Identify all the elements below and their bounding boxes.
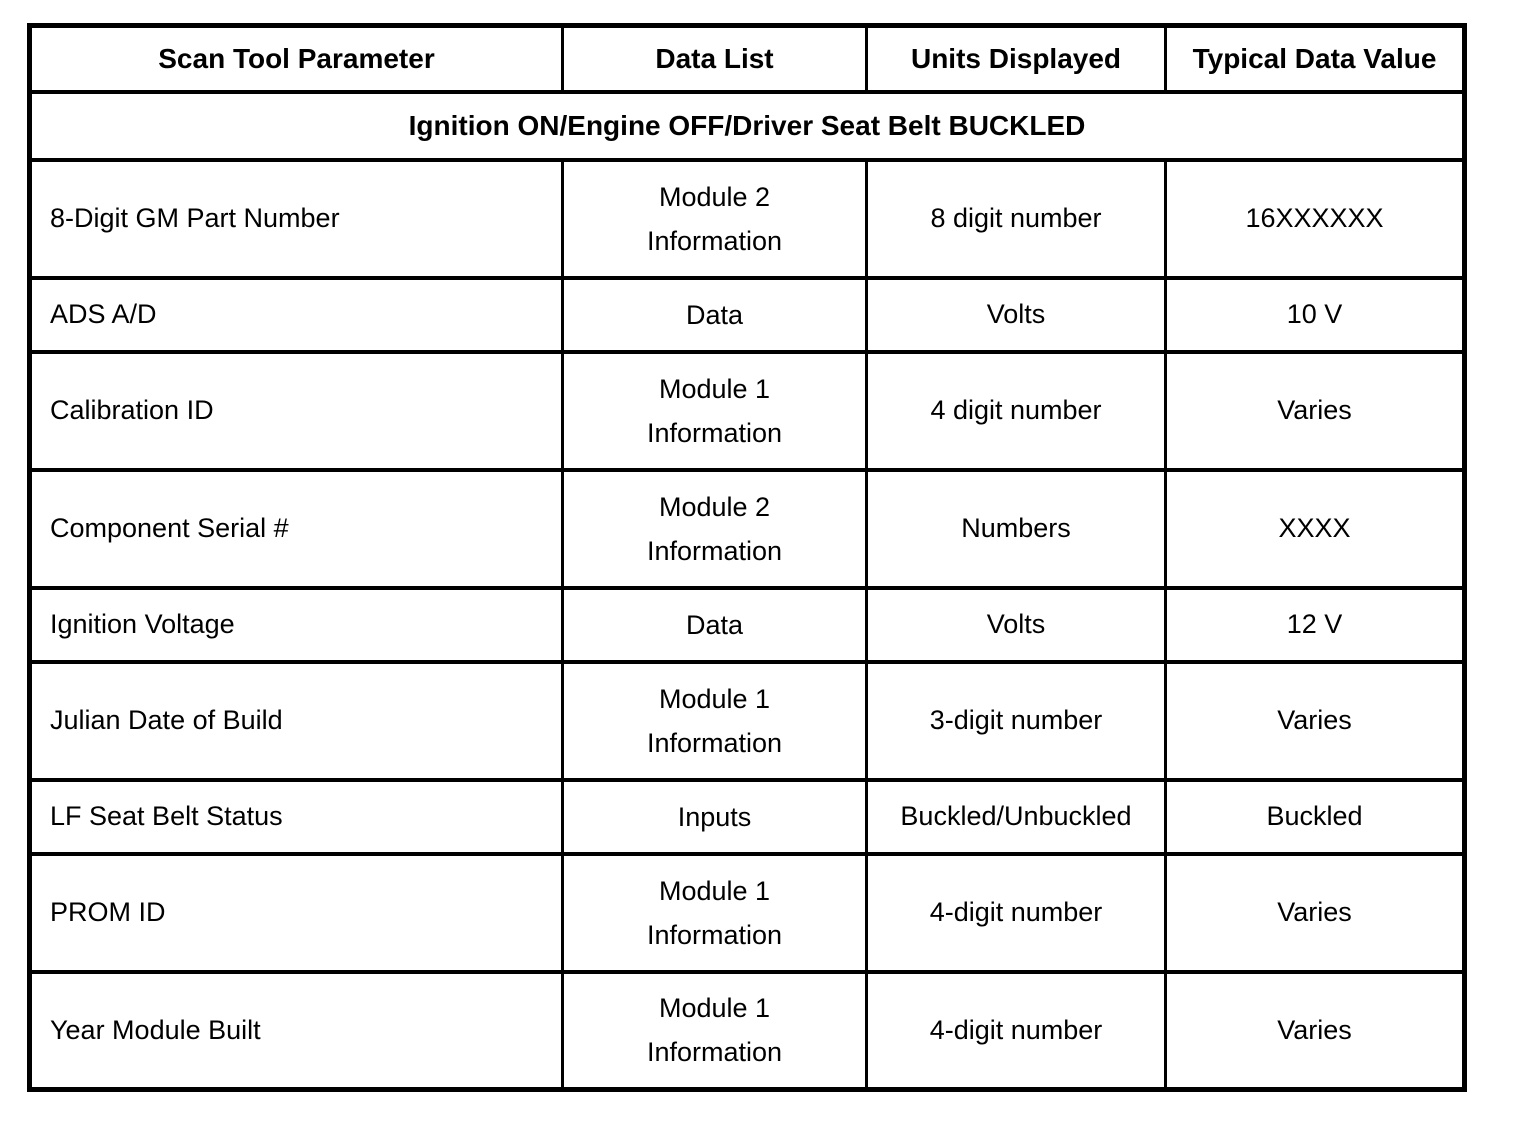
cell-typical-value: Varies (1164, 349, 1466, 472)
cell-units: Volts (865, 275, 1167, 354)
cell-data-list: Data (561, 275, 868, 354)
cell-typical-value: Buckled (1164, 777, 1466, 856)
cell-typical-value: Varies (1164, 659, 1466, 782)
table-row: LF Seat Belt Status Inputs Buckled/Unbuc… (28, 777, 1466, 856)
cell-units: 4-digit number (865, 851, 1167, 974)
cell-data-list: Module 1 Information (561, 969, 868, 1092)
cell-parameter: Component Serial # (28, 467, 564, 590)
scan-tool-data-table: Scan Tool Parameter Data List Units Disp… (27, 23, 1467, 1092)
cell-typical-value: XXXX (1164, 467, 1466, 590)
table-body: 8-Digit GM Part Number Module 2 Informati… (28, 157, 1466, 1092)
cell-units: Numbers (865, 467, 1167, 590)
data-list-line: Information (646, 417, 783, 448)
data-list-line: Inputs (677, 801, 752, 832)
table-row: Component Serial # Module 2 Information N… (28, 467, 1466, 590)
cell-typical-value: 12 V (1164, 585, 1466, 664)
cell-units: 4 digit number (865, 349, 1167, 472)
cell-data-list: Module 1 Information (561, 659, 868, 782)
table-row: 8-Digit GM Part Number Module 2 Informati… (28, 157, 1466, 280)
cell-data-list: Data (561, 585, 868, 664)
data-list-line: Data (685, 299, 744, 330)
cell-parameter: 8-Digit GM Part Number (28, 157, 564, 280)
cell-data-list: Inputs (561, 777, 868, 856)
table-row: Julian Date of Build Module 1 Information… (28, 659, 1466, 782)
data-list-line: Information (646, 919, 783, 950)
data-list-line: Data (685, 609, 744, 640)
cell-parameter: Julian Date of Build (28, 659, 564, 782)
data-list-line: Module 1 (658, 875, 771, 906)
cell-typical-value: 10 V (1164, 275, 1466, 354)
table-row: Calibration ID Module 1 Information 4 dig… (28, 349, 1466, 472)
table-row: PROM ID Module 1 Information 4-digit numb… (28, 851, 1466, 974)
cell-units: Volts (865, 585, 1167, 664)
cell-units: 4-digit number (865, 969, 1167, 1092)
cell-parameter: ADS A/D (28, 275, 564, 354)
cell-parameter: Calibration ID (28, 349, 564, 472)
cell-parameter: LF Seat Belt Status (28, 777, 564, 856)
data-list-line: Information (646, 727, 783, 758)
cell-parameter: Ignition Voltage (28, 585, 564, 664)
cell-parameter: Year Module Built (28, 969, 564, 1092)
cell-parameter: PROM ID (28, 851, 564, 974)
data-list-line: Information (646, 535, 783, 566)
cell-data-list: Module 1 Information (561, 349, 868, 472)
data-list-line: Module 1 (658, 373, 771, 404)
header-row: Scan Tool Parameter Data List Units Disp… (28, 23, 1466, 94)
cell-data-list: Module 2 Information (561, 157, 868, 280)
cell-data-list: Module 2 Information (561, 467, 868, 590)
cell-units: 8 digit number (865, 157, 1167, 280)
cell-data-list: Module 1 Information (561, 851, 868, 974)
data-list-line: Module 2 (658, 491, 771, 522)
cell-units: Buckled/Unbuckled (865, 777, 1167, 856)
data-list-line: Module 1 (658, 683, 771, 714)
cell-typical-value: Varies (1164, 969, 1466, 1092)
column-header-scan-tool-parameter: Scan Tool Parameter (28, 23, 564, 94)
column-header-typical-data-value: Typical Data Value (1164, 23, 1466, 94)
data-list-line: Information (646, 1037, 783, 1068)
column-header-units-displayed: Units Displayed (865, 23, 1167, 94)
cell-units: 3-digit number (865, 659, 1167, 782)
data-list-line: Information (646, 225, 783, 256)
table-row: ADS A/D Data Volts 10 V (28, 275, 1466, 354)
column-header-data-list: Data List (561, 23, 868, 94)
cell-typical-value: 16XXXXXX (1164, 157, 1466, 280)
section-title: Ignition ON/Engine OFF/Driver Seat Belt … (28, 89, 1466, 162)
section-row: Ignition ON/Engine OFF/Driver Seat Belt … (28, 89, 1466, 162)
data-list-line: Module 2 (658, 181, 771, 212)
cell-typical-value: Varies (1164, 851, 1466, 974)
table-row: Ignition Voltage Data Volts 12 V (28, 585, 1466, 664)
data-list-line: Module 1 (658, 993, 771, 1024)
table-row: Year Module Built Module 1 Information 4-… (28, 969, 1466, 1092)
